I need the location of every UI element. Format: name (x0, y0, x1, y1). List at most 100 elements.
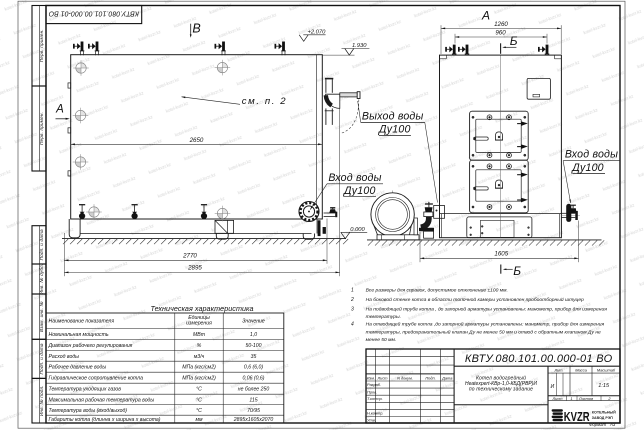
svg-text:Взам. инв. №: Взам. инв. № (39, 301, 44, 332)
svg-text:115: 115 (249, 397, 257, 403)
svg-text:Температура уходящих газов: Температура уходящих газов (49, 387, 122, 393)
svg-text:Лист: Лист (551, 396, 563, 401)
svg-text:Инв. № подл.: Инв. № подл. (39, 385, 44, 416)
svg-text:Б: Б (510, 34, 518, 48)
svg-text:КВТУ.080.101.00.000-01 ВО: КВТУ.080.101.00.000-01 ВО (465, 353, 613, 365)
svg-text:50-100: 50-100 (245, 343, 261, 349)
svg-text:Ду100: Ду100 (343, 185, 376, 197)
svg-text:2: 2 (350, 297, 354, 303)
svg-text:А: А (55, 103, 64, 115)
svg-text:Наименование показателя: Наименование показателя (49, 319, 115, 325)
svg-text:0.000: 0.000 (350, 227, 365, 233)
svg-text:1.930: 1.930 (352, 43, 367, 49)
svg-text:см. п. 2: см. п. 2 (242, 96, 287, 107)
svg-text:Гидравлическое сопротивление к: Гидравлическое сопротивление котла (49, 376, 144, 382)
svg-text:ЗАВОД РЭП: ЗАВОД РЭП (592, 415, 613, 420)
svg-text:менее 50 мм.: менее 50 мм. (366, 337, 397, 343)
svg-text:Значение: Значение (242, 319, 265, 325)
svg-text:°С: °С (196, 387, 202, 393)
svg-text:1605: 1605 (494, 251, 508, 258)
svg-text:Т.контр.: Т.контр. (367, 396, 383, 401)
svg-text:МВт: МВт (193, 332, 206, 338)
svg-text:А: А (481, 8, 490, 22)
svg-text:КОТЕЛЬНЫЙ: КОТЕЛЬНЫЙ (592, 409, 616, 414)
svg-text:Листов: Листов (578, 396, 593, 401)
svg-text:Ду100: Ду100 (571, 162, 604, 174)
svg-text:Подп.: Подп. (425, 375, 435, 380)
svg-text:измерения: измерения (186, 321, 212, 327)
svg-text:Перв. примен.: Перв. примен. (39, 29, 44, 62)
svg-text:2895х1605х2070: 2895х1605х2070 (233, 417, 274, 423)
svg-text:м3/ч: м3/ч (194, 354, 205, 360)
svg-text:Пров.: Пров. (367, 389, 377, 394)
svg-text:KVZR: KVZR (564, 409, 590, 424)
svg-text:Расход воды: Расход воды (49, 354, 80, 360)
svg-text:Разраб.: Разраб. (367, 382, 381, 387)
svg-text:Инв. № дубл.: Инв. № дубл. (39, 264, 44, 295)
svg-text:Лист: Лист (376, 375, 388, 380)
svg-text:1,0: 1,0 (250, 332, 257, 338)
svg-text:2770: 2770 (182, 253, 197, 260)
svg-text:960: 960 (495, 29, 506, 36)
svg-text:по техническому задание: по техническому задание (469, 386, 533, 392)
svg-text:Дата: Дата (441, 375, 453, 380)
svg-text:Масштаб: Масштаб (597, 367, 616, 372)
svg-text:2: 2 (607, 396, 611, 401)
svg-text:температуры.: температуры. (366, 315, 401, 320)
svg-text:температуры, предохранительный: температуры, предохранительный клапан Ду… (366, 328, 601, 335)
svg-text:Температура воды (вход/выход): Температура воды (вход/выход) (49, 408, 128, 414)
svg-text:Перв. примен.: Перв. примен. (39, 112, 44, 145)
svg-text:мм: мм (195, 417, 203, 423)
svg-text:Габариты котла (длинна х ширин: Габариты котла (длинна х ширина х высота… (49, 417, 161, 423)
svg-text:Номинальная мощность: Номинальная мощность (49, 332, 109, 338)
svg-text:МПа (кгс/см2): МПа (кгс/см2) (182, 365, 216, 371)
svg-text:0,06 (0,6): 0,06 (0,6) (242, 376, 264, 382)
svg-text:1260: 1260 (494, 21, 508, 28)
svg-text:Лит.: Лит. (553, 367, 563, 372)
svg-text:Вход воды: Вход воды (565, 149, 618, 161)
svg-text:70/95: 70/95 (247, 408, 260, 414)
svg-text:°С: °С (196, 408, 202, 414)
svg-text:Heatexpert-КВр-1,0-КБД(РВР)И: Heatexpert-КВр-1,0-КБД(РВР)И (465, 381, 537, 387)
svg-text:На отводящей трубе котла ,до з: На отводящей трубе котла ,до запорной ар… (366, 321, 605, 328)
svg-text:На боковой стенке котла в обла: На боковой стенке котла в области топочн… (366, 296, 585, 303)
svg-text:Б: Б (513, 264, 521, 278)
svg-text:Н.контр.: Н.контр. (367, 411, 383, 416)
svg-text:+2.070: +2.070 (307, 29, 326, 35)
svg-text:Изм.: Изм. (367, 375, 375, 380)
svg-text:°С: °С (196, 397, 202, 403)
svg-text:Рабочее давление воды: Рабочее давление воды (49, 365, 107, 371)
svg-text:35: 35 (251, 354, 257, 360)
svg-text:Вход воды: Вход воды (328, 172, 381, 184)
svg-text:1: 1 (570, 396, 572, 401)
svg-text:На подводящей трубе котла ,: На подводящей трубе котла , до запорной … (366, 306, 608, 313)
svg-text:0,6 (6,0): 0,6 (6,0) (244, 365, 263, 371)
svg-text:И: И (550, 384, 554, 390)
svg-text:Утв.: Утв. (367, 417, 376, 422)
svg-text:Выход воды: Выход воды (362, 110, 424, 122)
svg-text:2650: 2650 (189, 137, 204, 144)
svg-text:1:15: 1:15 (598, 383, 610, 389)
svg-text:Формат: Формат (589, 422, 606, 427)
svg-text:не более 250: не более 250 (238, 387, 270, 393)
svg-text:А3: А3 (609, 422, 616, 427)
svg-text:2895: 2895 (187, 265, 202, 272)
svg-text:%: % (197, 343, 202, 349)
svg-text:Ду100: Ду100 (378, 123, 411, 135)
svg-text:Все размеры для справок, допус: Все размеры для справок, допустимое откл… (366, 288, 508, 294)
svg-text:Техническая характеристика: Техническая характеристика (150, 304, 253, 313)
svg-text:КВТУ.080.101.00.000-01 ВО: КВТУ.080.101.00.000-01 ВО (48, 10, 139, 17)
svg-text:Котел водогрейный: Котел водогрейный (476, 375, 526, 382)
svg-text:Подп. и дата: Подп. и дата (39, 229, 44, 260)
svg-text:4: 4 (351, 322, 354, 328)
svg-text:N докум.: N докум. (397, 375, 413, 380)
svg-text:3: 3 (351, 307, 354, 313)
svg-text:Максимальная рабочая температу: Максимальная рабочая температура воды (49, 397, 155, 403)
svg-text:Диапазон рабочего регулировани: Диапазон рабочего регулирования (48, 343, 133, 349)
svg-text:МПа (кгс/см2): МПа (кгс/см2) (182, 376, 216, 382)
svg-text:В: В (192, 22, 200, 36)
svg-text:Единицы: Единицы (188, 315, 210, 321)
svg-text:Масса: Масса (575, 367, 587, 372)
svg-text:Подп. и дата: Подп. и дата (39, 343, 44, 374)
svg-text:1: 1 (351, 288, 354, 294)
